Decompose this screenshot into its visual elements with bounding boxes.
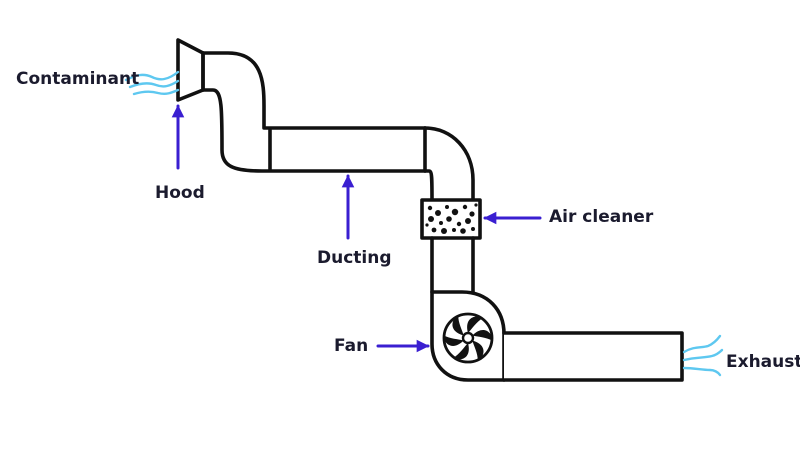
hood	[176, 38, 205, 102]
air-cleaner-label: Air cleaner	[549, 207, 654, 227]
contaminant-label: Contaminant	[16, 69, 140, 89]
elbow-ducting	[423, 126, 475, 202]
upper-ducting	[201, 51, 427, 173]
air-stream-icon	[124, 70, 180, 96]
exhaust-label: Exhaust	[726, 352, 800, 372]
lower-vertical-ducting	[430, 236, 475, 294]
filter-media-icon	[425, 203, 478, 234]
fan-blade-icon	[442, 312, 494, 364]
hood-label: Hood	[155, 183, 205, 203]
ducting-label: Ducting	[317, 248, 392, 268]
exhaust-ducting	[502, 331, 684, 382]
fan-label: Fan	[334, 336, 369, 356]
air-cleaner	[420, 198, 482, 240]
air-stream-icon	[682, 334, 724, 377]
fan	[430, 290, 506, 382]
